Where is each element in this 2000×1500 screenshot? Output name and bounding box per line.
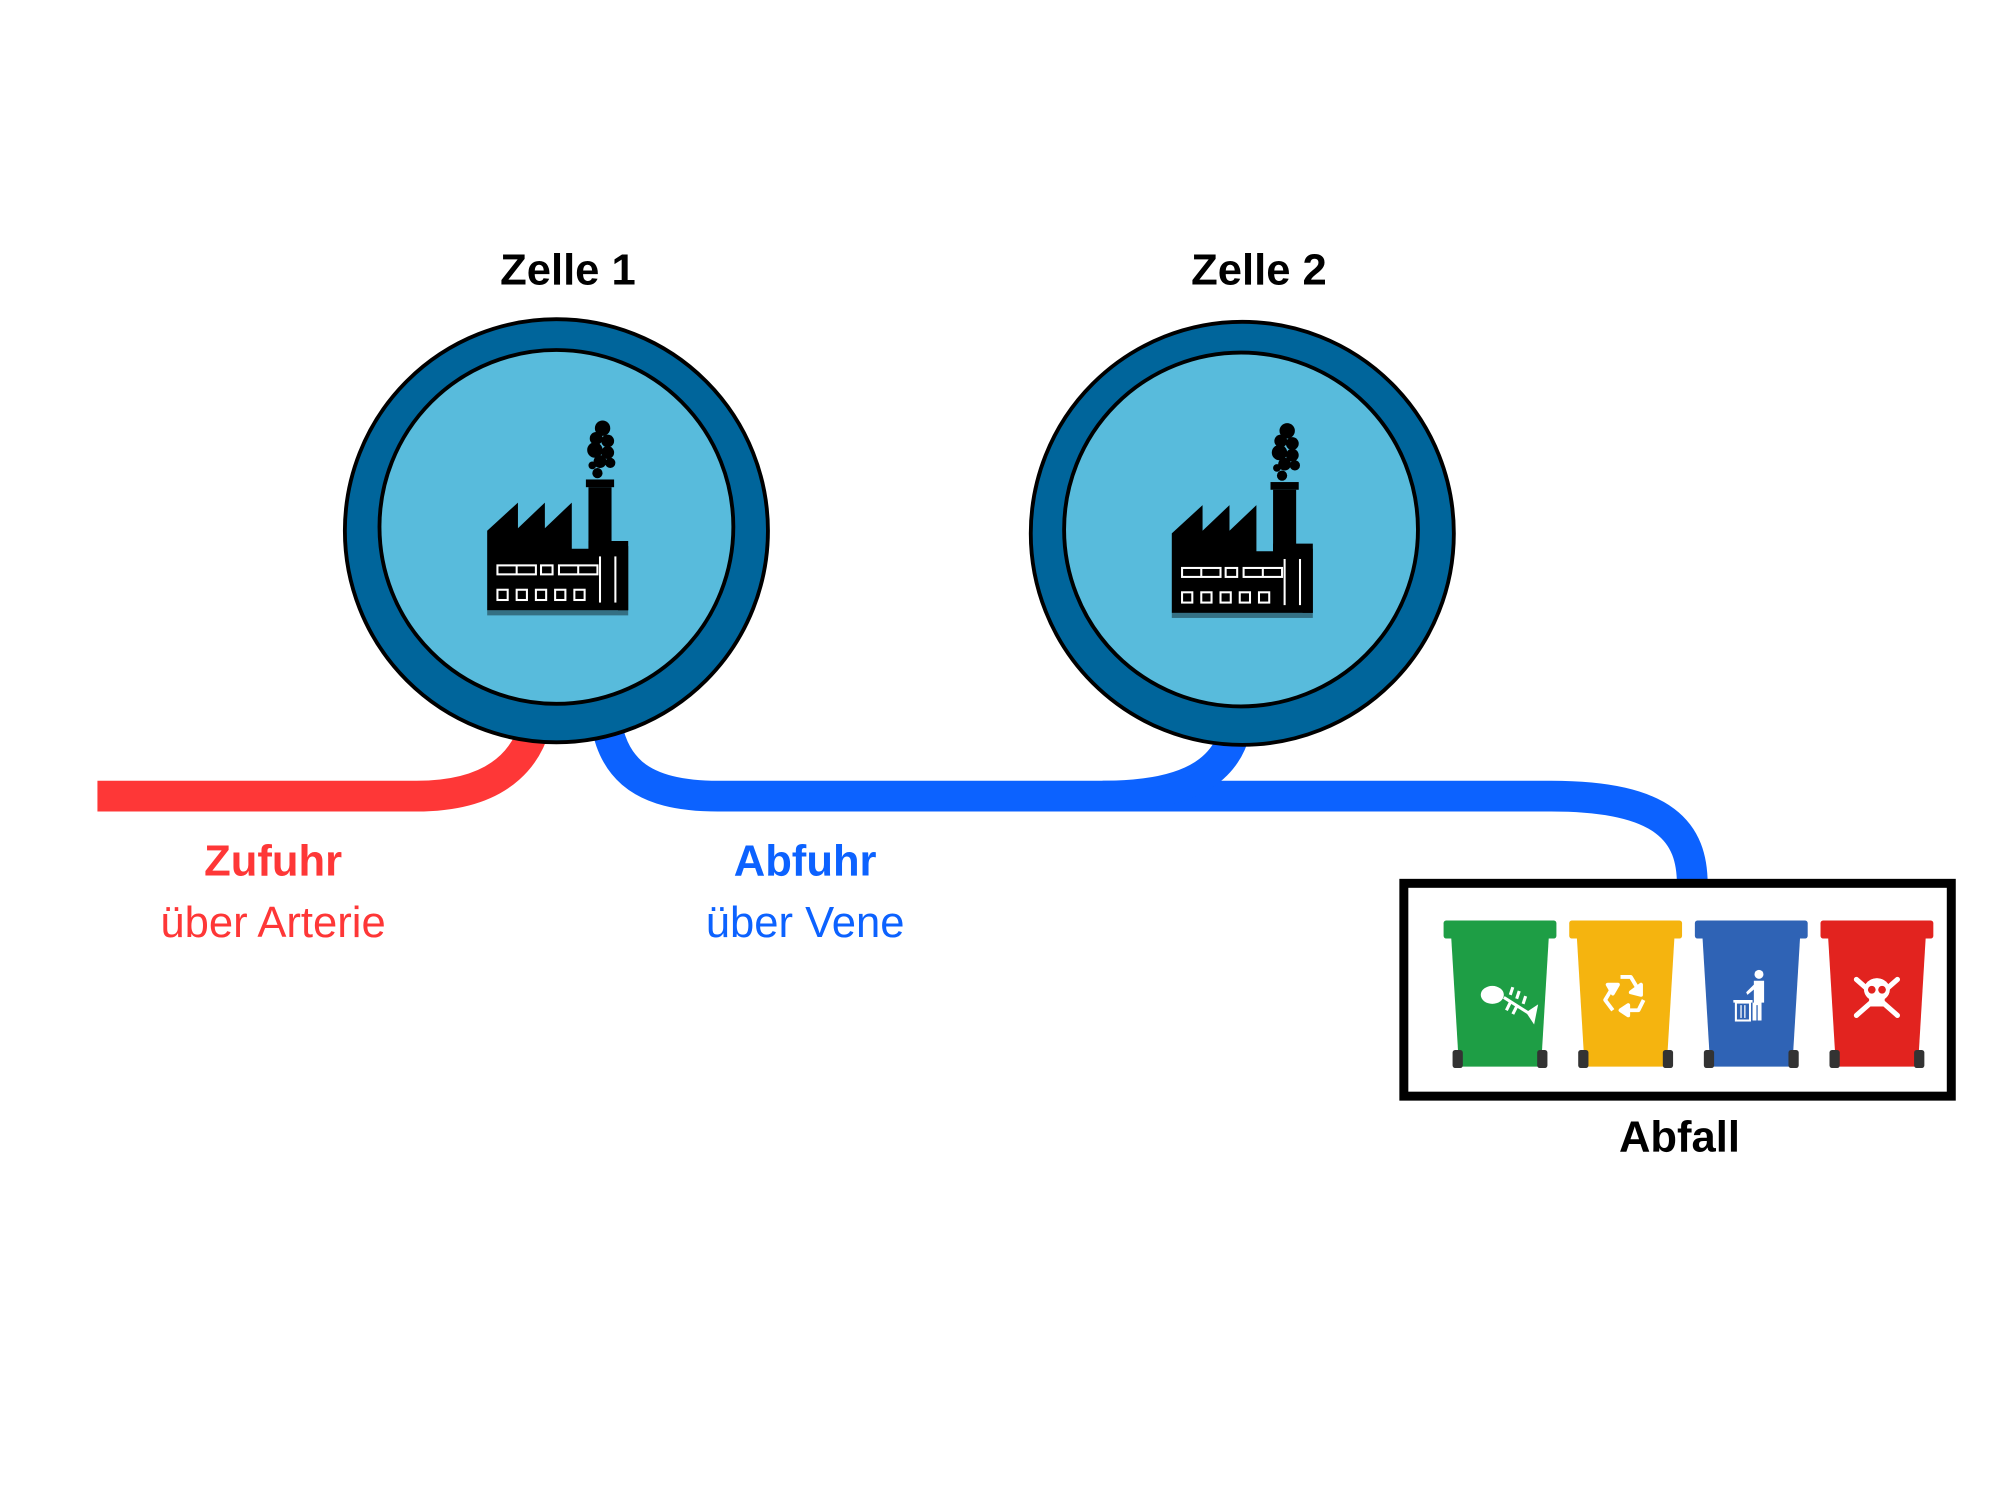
fishbone-icon <box>1480 985 1539 1025</box>
waste-bin-recycling <box>1569 920 1683 1067</box>
drain-subtitle: über Vene <box>706 899 905 947</box>
cell-2-label: Zelle 2 <box>1191 247 1327 295</box>
drain-title: Abfuhr <box>734 838 877 886</box>
cell-1 <box>342 317 770 745</box>
cell-2 <box>1028 319 1456 747</box>
bin-wheels <box>1452 1050 1925 1068</box>
supply-title: Zufuhr <box>204 838 342 886</box>
supply-subtitle: über Arterie <box>160 899 385 947</box>
waste-bin-hazardous <box>1820 920 1934 1067</box>
waste-bin-general <box>1694 920 1808 1067</box>
waste-label: Abfall <box>1619 1113 1740 1161</box>
skull-crossbones-icon <box>1853 976 1901 1018</box>
waste-box <box>1399 878 1956 1101</box>
waste-bin-organic <box>1443 920 1557 1067</box>
recycle-icon <box>1603 975 1646 1018</box>
cell-1-label: Zelle 1 <box>500 247 636 295</box>
person-trash-icon <box>1733 969 1765 1022</box>
